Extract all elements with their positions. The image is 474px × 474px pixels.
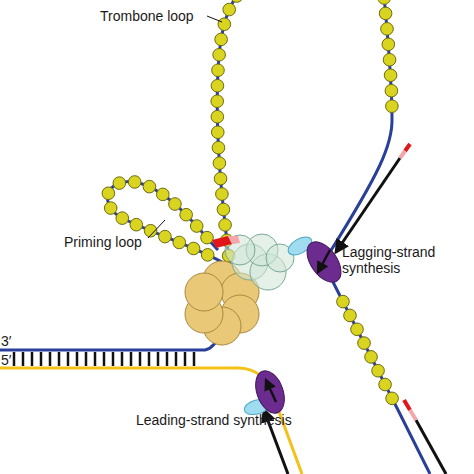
ssb-bead: [386, 100, 399, 113]
base-pair-rung: [121, 352, 124, 366]
ssb-bead: [351, 323, 364, 336]
ssb-bead: [215, 33, 228, 46]
rna-primer: [410, 410, 416, 420]
ssb-bead: [143, 180, 156, 193]
ssb-bead: [102, 187, 115, 200]
ssb-bead: [214, 172, 227, 185]
leading-polymerase: [250, 367, 289, 417]
strand-end-label: 3′: [1, 333, 21, 349]
ssb-bead: [230, 0, 243, 2]
rna-primer: [404, 400, 410, 410]
ssb-bead: [201, 231, 214, 244]
base-pair-rung: [22, 352, 25, 366]
ssb-bead: [128, 176, 141, 189]
strand-end-label: 5′: [1, 352, 21, 368]
ssb-bead: [382, 38, 395, 51]
ssb-bead: [211, 110, 224, 123]
ssb-bead: [344, 309, 357, 322]
base-pair-rung: [58, 352, 61, 366]
process-label: Leading-strand synthesis: [136, 412, 316, 428]
ssb-bead: [116, 212, 129, 225]
base-pair-rung: [193, 352, 196, 366]
ssb-bead: [384, 69, 397, 82]
ssb-bead: [216, 188, 229, 201]
rna-primer: [405, 144, 410, 151]
ssb-bead: [169, 198, 182, 211]
ssb-bead: [379, 378, 392, 391]
rna-primer: [400, 151, 405, 158]
base-pair-rung: [13, 352, 16, 366]
primer-on-primase: [228, 236, 240, 244]
leader-line: [207, 16, 222, 22]
okazaki-fragment: [416, 420, 446, 474]
base-pair-rung: [31, 352, 34, 366]
base-pair-rung: [40, 352, 43, 366]
ssb-bead: [365, 351, 378, 364]
ssb-bead: [211, 79, 224, 92]
ssb-bead: [173, 236, 186, 249]
ssb-bead: [187, 242, 200, 255]
base-pair-rung: [94, 352, 97, 366]
ssb-bead: [211, 95, 224, 108]
process-label: Lagging-strand synthesis: [342, 244, 452, 276]
base-pair-rung: [85, 352, 88, 366]
ssb-bead: [212, 64, 225, 77]
ssb-bead: [217, 203, 230, 216]
ssb-bead: [190, 220, 203, 233]
ssb-beads: [102, 0, 398, 405]
base-pair-rung: [67, 352, 70, 366]
ssb-bead: [385, 84, 398, 97]
ssb-bead: [386, 392, 399, 405]
loop-label: Priming loop: [64, 234, 164, 250]
ssb-bead: [211, 126, 224, 139]
ssb-bead: [358, 337, 371, 350]
leader-line: [148, 220, 165, 238]
base-pair-rungs: [14, 352, 194, 366]
ssb-bead: [213, 48, 226, 61]
synthesis-arrow: [318, 250, 330, 272]
base-pair-rung: [130, 352, 133, 366]
ssb-bead: [379, 7, 392, 20]
lagging-template: [333, 282, 430, 474]
loop-label: Trombone loop: [100, 8, 210, 24]
ssb-bead: [213, 157, 226, 170]
base-pair-rung: [166, 352, 169, 366]
ssb-bead: [113, 177, 126, 190]
ssb-bead: [218, 18, 231, 31]
ssb-bead: [383, 53, 396, 66]
synthesis-arrow: [266, 380, 276, 402]
ssb-bead: [219, 219, 232, 232]
ssb-bead: [381, 23, 394, 36]
ssb-bead: [104, 202, 117, 215]
base-pair-rung: [103, 352, 106, 366]
base-pair-rung: [148, 352, 151, 366]
base-pair-rung: [184, 352, 187, 366]
ssb-bead: [223, 3, 236, 16]
ssb-bead: [378, 0, 391, 4]
ssb-bead: [372, 364, 385, 377]
ssb-bead: [201, 249, 214, 262]
base-pair-rung: [139, 352, 142, 366]
ssb-bead: [157, 188, 170, 201]
primase-complex: [225, 234, 294, 290]
ssb-bead: [337, 295, 350, 308]
base-pair-rung: [175, 352, 178, 366]
ssb-bead: [212, 141, 225, 154]
base-pair-rung: [157, 352, 160, 366]
nascent-lagging-strand: [336, 158, 400, 252]
base-pair-rung: [49, 352, 52, 366]
ssb-bead: [180, 208, 193, 221]
ssb-bead: [159, 230, 172, 243]
lagging-polymerase: [300, 236, 348, 289]
base-pair-rung: [112, 352, 115, 366]
ssb-bead: [130, 218, 143, 231]
base-pair-rung: [76, 352, 79, 366]
